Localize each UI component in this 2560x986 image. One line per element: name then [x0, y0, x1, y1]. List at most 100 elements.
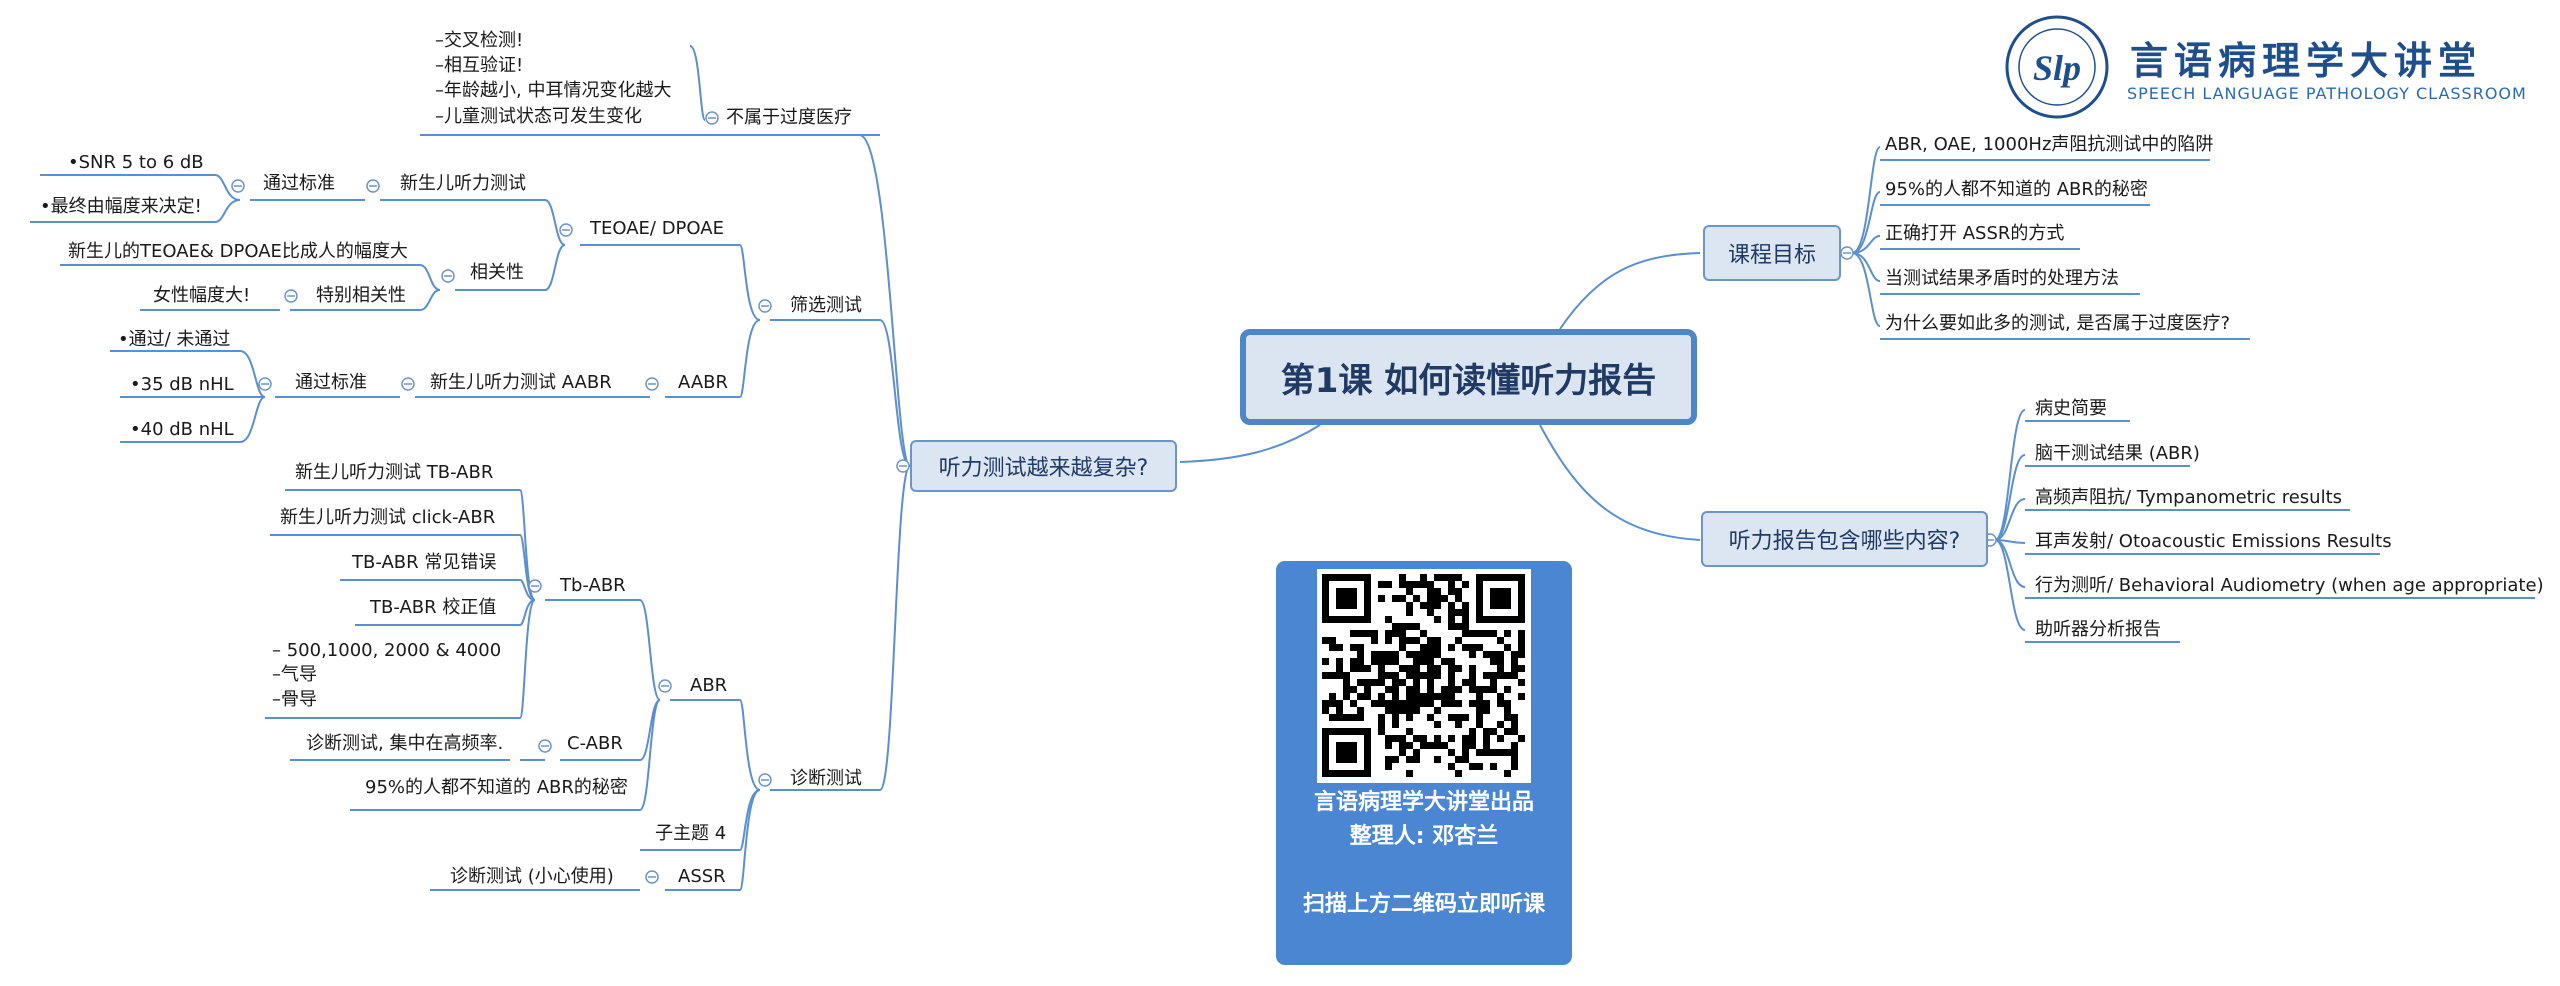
aabr-pass-criteria[interactable]: 通过标准	[295, 372, 367, 393]
qr-module	[1448, 602, 1455, 609]
qr-module	[1413, 672, 1420, 679]
branch-report-contents[interactable]: 听力报告包含哪些内容?	[1701, 511, 1988, 567]
tb-abr-item[interactable]: TB-ABR 校正值	[370, 597, 497, 618]
qr-module	[1371, 651, 1378, 658]
qr-module	[1483, 672, 1490, 679]
qr-module	[1448, 658, 1455, 665]
qr-module	[1518, 637, 1525, 644]
qr-module	[1462, 679, 1469, 686]
correlation-node[interactable]: 相关性	[470, 262, 524, 283]
qr-module	[1455, 623, 1462, 630]
qr-finder	[1336, 588, 1357, 609]
c-abr-item[interactable]: 诊断测试, 集中在高频率.	[306, 733, 504, 754]
qr-module	[1476, 763, 1483, 770]
frequency-note: – 500,1000, 2000 & 4000	[272, 640, 502, 661]
aabr-node[interactable]: AABR	[678, 372, 728, 393]
diagnostic-tests-node[interactable]: 诊断测试	[790, 768, 862, 789]
qr-module	[1504, 770, 1511, 777]
qr-module	[1511, 763, 1518, 770]
qr-module	[1406, 637, 1413, 644]
qr-module	[1511, 728, 1518, 735]
tb-abr-item[interactable]: 新生儿听力测试 TB-ABR	[295, 462, 494, 483]
qr-module	[1420, 651, 1427, 658]
qr-module	[1413, 637, 1420, 644]
abr-secret-item[interactable]: 95%的人都不知道的 ABR的秘密	[365, 777, 628, 798]
c-abr-node[interactable]: C-ABR	[567, 733, 623, 754]
content-item[interactable]: 耳声发射/ Otoacoustic Emissions Results	[2035, 531, 2392, 552]
qr-line-producer: 言语病理学大讲堂出品	[1313, 790, 1534, 815]
tb-abr-node[interactable]: Tb-ABR	[560, 575, 626, 596]
qr-module	[1413, 581, 1420, 588]
qr-module	[1448, 735, 1455, 742]
content-item[interactable]: 行为测听/ Behavioral Audiometry (when age ap…	[2035, 575, 2544, 596]
qr-module	[1399, 665, 1406, 672]
qr-module	[1469, 742, 1476, 749]
goal-item[interactable]: 95%的人都不知道的 ABR的秘密	[1885, 179, 2148, 200]
content-item[interactable]: 助听器分析报告	[2035, 619, 2161, 640]
qr-module	[1497, 637, 1504, 644]
qr-module	[1504, 728, 1511, 735]
subtopic-4-node[interactable]: 子主题 4	[655, 823, 727, 844]
branch-course-goals[interactable]: 课程目标	[1703, 225, 1841, 281]
tb-abr-item[interactable]: TB-ABR 常见错误	[352, 552, 497, 573]
aabr-criteria-item: •通过/ 未通过	[118, 329, 231, 350]
teoae-dpoae-node[interactable]: TEOAE/ DPOAE	[590, 218, 724, 239]
qr-module	[1511, 742, 1518, 749]
content-item[interactable]: 病史简要	[2035, 398, 2107, 419]
qr-module	[1483, 700, 1490, 707]
qr-module	[1490, 630, 1497, 637]
qr-module	[1448, 665, 1455, 672]
qr-module	[1420, 574, 1427, 581]
assr-node[interactable]: ASSR	[678, 866, 726, 887]
qr-module	[1483, 630, 1490, 637]
qr-module	[1448, 616, 1455, 623]
overtreatment-note: –相互验证!	[435, 55, 524, 76]
screening-tests-node[interactable]: 筛选测试	[790, 295, 862, 316]
qr-module	[1420, 630, 1427, 637]
qr-module	[1413, 749, 1420, 756]
qr-module	[1476, 630, 1483, 637]
goal-item[interactable]: 为什么要如此多的测试, 是否属于过度医疗?	[1885, 313, 2230, 334]
qr-module	[1441, 658, 1448, 665]
assr-item[interactable]: 诊断测试 (小心使用)	[450, 866, 614, 887]
abr-node[interactable]: ABR	[690, 675, 728, 696]
branch-tests-complexity[interactable]: 听力测试越来越复杂?	[910, 440, 1177, 492]
central-topic[interactable]: 第1课 如何读懂听力报告	[1240, 329, 1697, 425]
qr-module	[1490, 651, 1497, 658]
qr-module	[1427, 742, 1434, 749]
goal-item[interactable]: 当测试结果矛盾时的处理方法	[1885, 268, 2119, 289]
qr-module	[1322, 637, 1329, 644]
qr-module	[1455, 588, 1462, 595]
goal-item[interactable]: ABR, OAE, 1000Hz声阻抗测试中的陷阱	[1885, 134, 2214, 155]
qr-module	[1406, 672, 1413, 679]
qr-module	[1455, 721, 1462, 728]
qr-module	[1413, 623, 1420, 630]
newborn-aabr-test[interactable]: 新生儿听力测试 AABR	[430, 372, 612, 393]
not-overtreatment-node[interactable]: 不属于过度医疗	[726, 107, 852, 128]
goal-item[interactable]: 正确打开 ASSR的方式	[1885, 223, 2065, 244]
qr-module	[1406, 700, 1413, 707]
qr-module	[1364, 665, 1371, 672]
qr-module	[1518, 630, 1525, 637]
qr-module	[1518, 679, 1525, 686]
qr-module	[1462, 749, 1469, 756]
qr-code[interactable]	[1317, 569, 1531, 783]
qr-module	[1406, 623, 1413, 630]
qr-module	[1497, 658, 1504, 665]
newborn-hearing-test[interactable]: 新生儿听力测试	[400, 173, 526, 194]
pass-criteria[interactable]: 通过标准	[263, 173, 335, 194]
tb-abr-item[interactable]: 新生儿听力测试 click-ABR	[280, 507, 496, 528]
overtreatment-note: –儿童测试状态可发生变化	[435, 106, 642, 127]
qr-module	[1434, 693, 1441, 700]
content-item[interactable]: 脑干测试结果 (ABR)	[2035, 443, 2200, 464]
qr-module	[1441, 693, 1448, 700]
qr-module	[1462, 602, 1469, 609]
qr-module	[1455, 770, 1462, 777]
content-item[interactable]: 高频声阻抗/ Tympanometric results	[2035, 487, 2343, 508]
special-correlation-node[interactable]: 特别相关性	[316, 285, 406, 306]
qr-module	[1427, 588, 1434, 595]
qr-module	[1441, 574, 1448, 581]
qr-module	[1357, 679, 1364, 686]
qr-module	[1357, 658, 1364, 665]
qr-module	[1406, 770, 1413, 777]
